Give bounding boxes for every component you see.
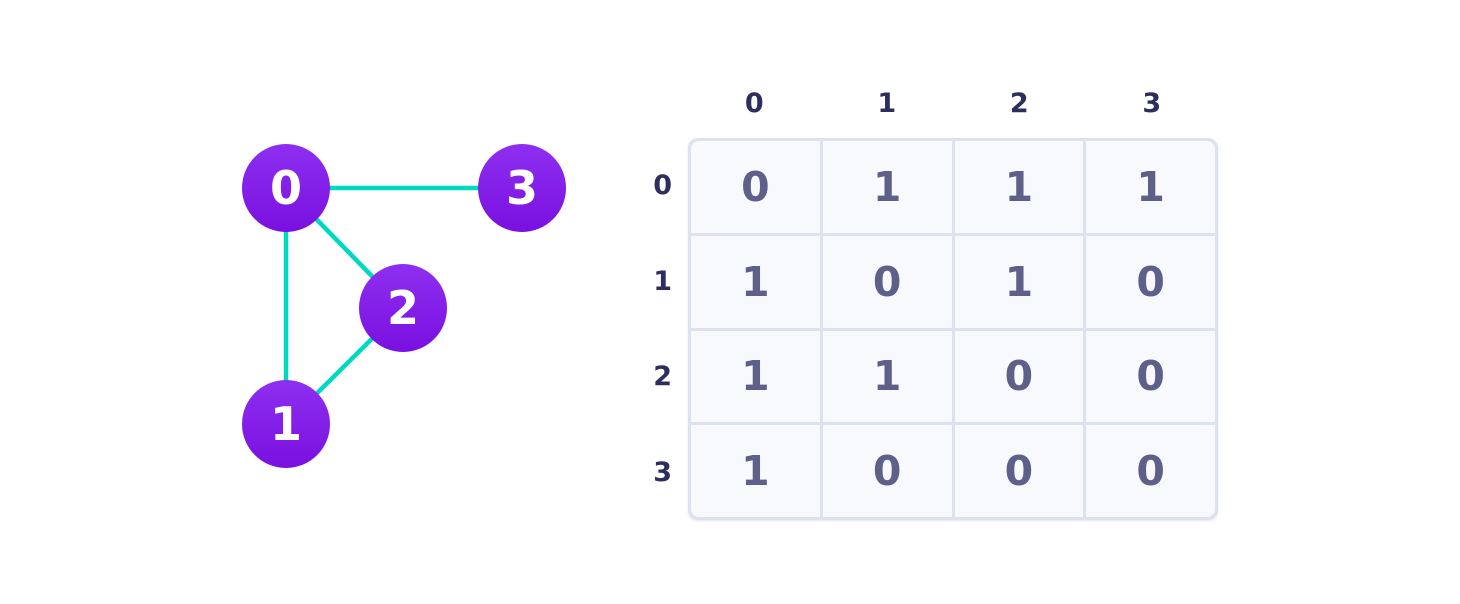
graph-node-1: 1 [242, 380, 330, 468]
matrix-cell-2-3: 0 [1086, 330, 1215, 423]
matrix-row-header-2: 2 [653, 361, 672, 393]
matrix-cell-1-1: 0 [822, 235, 952, 328]
matrix-cell-2-2: 0 [954, 330, 1084, 423]
node-label-0: 0 [270, 161, 302, 215]
matrix-cell-3-3: 0 [1086, 425, 1215, 517]
matrix-column-headers: 0 1 2 3 [688, 84, 1218, 122]
matrix-cell-3-0: 1 [691, 425, 820, 517]
matrix-col-header-2: 2 [1009, 87, 1029, 119]
node-label-2: 2 [387, 281, 419, 335]
matrix-cell-1-0: 1 [691, 235, 820, 328]
graph-nodes: 0 3 2 1 [242, 144, 566, 468]
node-circle-1 [242, 380, 330, 468]
matrix-cell-0-0: 0 [691, 141, 820, 233]
matrix-cell-1-2: 1 [954, 235, 1084, 328]
matrix-col-header-3: 3 [1142, 87, 1162, 119]
matrix-row-header-3: 3 [653, 456, 672, 488]
node-circle-2 [359, 264, 447, 352]
node-label-1: 1 [270, 397, 302, 451]
node-label-3: 3 [506, 161, 538, 215]
node-circle-3 [478, 144, 566, 232]
graph-svg: 0 3 2 1 [242, 144, 566, 468]
matrix-cell-0-2: 1 [954, 141, 1084, 233]
matrix-row-header-1: 1 [653, 265, 672, 297]
node-circle-0 [242, 144, 330, 232]
matrix-cell-3-1: 0 [822, 425, 952, 517]
matrix-cell-2-0: 1 [691, 330, 820, 423]
matrix-row-header-0: 0 [653, 170, 672, 202]
graph-node-2: 2 [359, 264, 447, 352]
matrix-col-header-1: 1 [877, 87, 897, 119]
matrix-cell-1-3: 0 [1086, 235, 1215, 328]
matrix-cell-3-2: 0 [954, 425, 1084, 517]
matrix-cell-2-1: 1 [822, 330, 952, 423]
matrix-cell-0-3: 1 [1086, 141, 1215, 233]
graph-node-0: 0 [242, 144, 330, 232]
matrix-col-header-0: 0 [744, 87, 764, 119]
matrix-row-headers: 0 1 2 3 [614, 138, 672, 520]
graph-node-3: 3 [478, 144, 566, 232]
matrix-cell-0-1: 1 [822, 141, 952, 233]
